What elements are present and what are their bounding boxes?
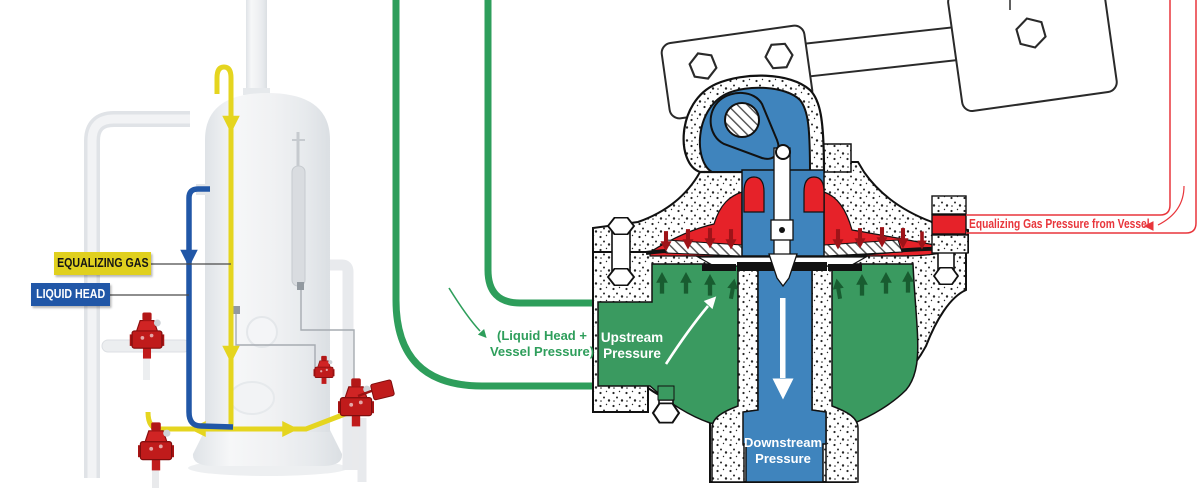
vessel-stack-pipe [246,0,267,96]
instrument-tubing [235,312,316,372]
equalizing-gas-inlet [931,195,969,254]
clevis-pin [775,144,791,160]
equalizing-gas-label: EQUALIZING GAS [54,252,151,275]
pivot-bore [724,102,760,138]
liquid-head-line [180,186,234,430]
upstream-pressure-label: Upstream Pressure [600,330,664,362]
level-gauge [291,165,306,287]
vessel-boot [229,381,275,415]
equalizing-gas-label-text: EQUALIZING GAS [56,255,149,270]
liquid-head-label: LIQUID HEAD [31,283,110,306]
downstream-flow-arrow [780,298,786,378]
equalizing-line-label-text: Equalizing Gas Pressure from Vessel [969,217,1150,231]
vessel-shell [205,93,330,432]
dump-valves [129,311,395,471]
upstream-flow-arrow [664,305,709,365]
seat-wall-right [811,265,859,483]
diaphragm-convolution [803,176,825,213]
equalizing-line-label: Equalizing Gas Pressure from Vessel [969,217,1189,232]
vessel-skirt [192,430,343,466]
linkage-rod [800,24,974,78]
downstream-pressure-label: Downstream Pressure [743,435,823,466]
vessel-manway [246,316,278,348]
valve-plug [768,253,798,288]
lever-plate-right [947,0,1118,113]
valve-actuator [370,379,395,401]
valve-stem [773,147,791,259]
flow-direction-arrow [448,287,481,332]
diaphragm-convolution [743,176,765,213]
lever-assembly [660,0,1118,120]
label-connectors [110,263,231,296]
liquid-head-label-text: LIQUID HEAD [35,286,106,301]
flange-bolts [606,216,959,424]
actuator-arm [357,388,375,398]
vessel-right-pipe [330,259,354,470]
inlet-pressure-note: (Liquid Head + Vessel Pressure) [489,328,595,359]
equalizing-gas-tube [966,0,1197,234]
separator-vessel [84,0,367,488]
upstream-supply-pipe [392,0,598,390]
valve-body [592,0,1197,483]
